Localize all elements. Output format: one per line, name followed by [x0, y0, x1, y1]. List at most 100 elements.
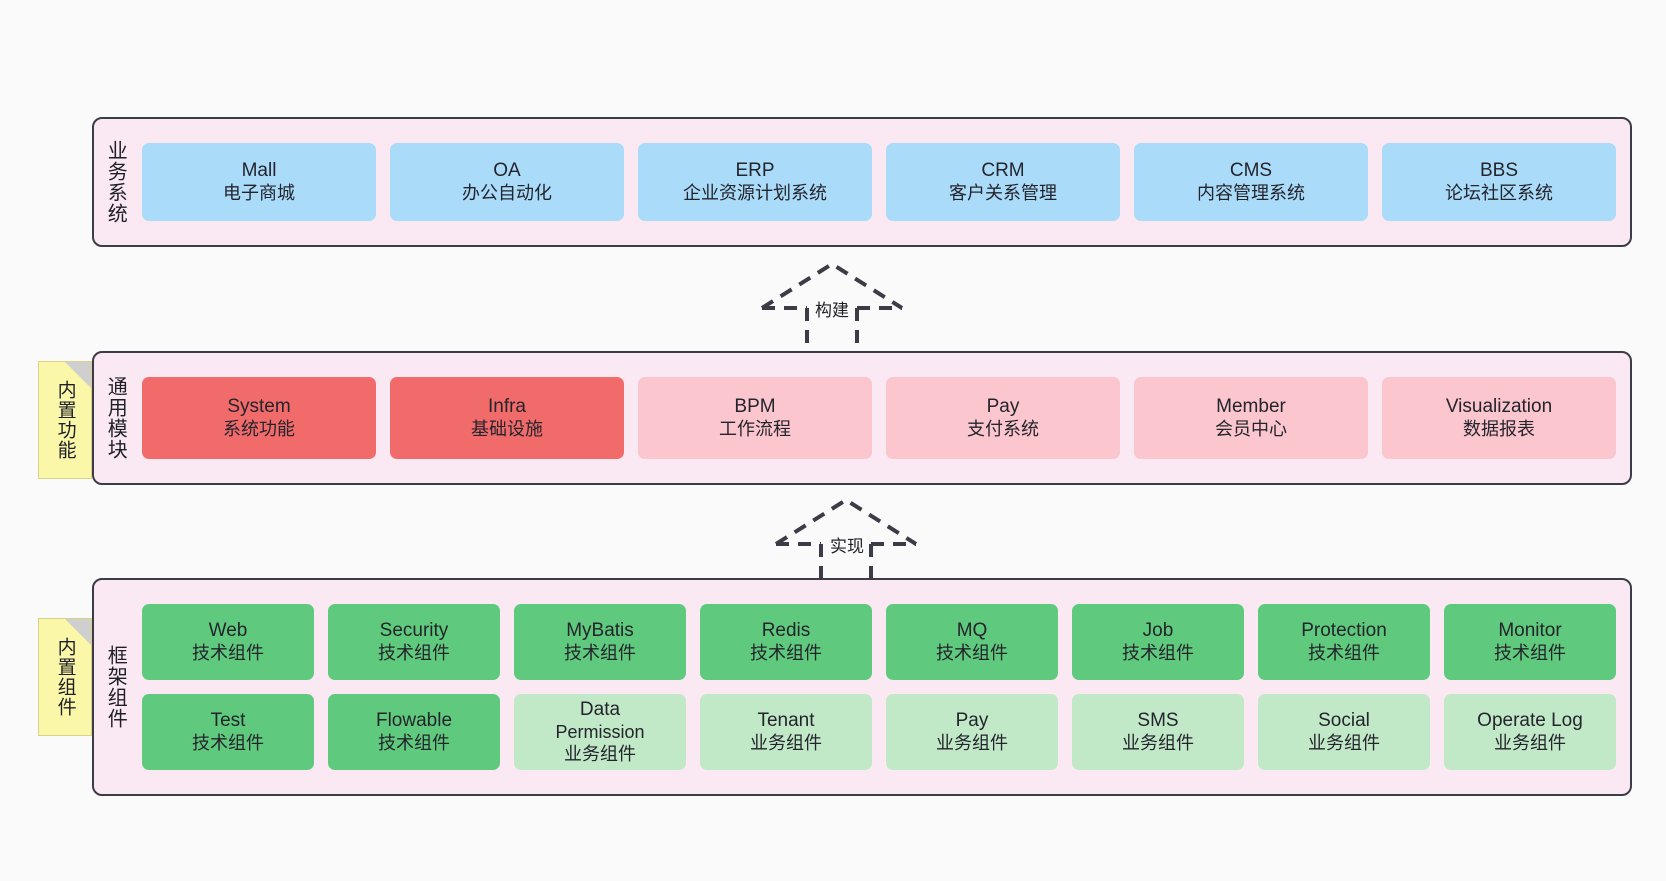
component-box-line: Tenant — [757, 710, 815, 732]
component-box-line: 电子商城 — [223, 182, 295, 203]
component-box-line: Web — [208, 620, 248, 642]
layer-title-framework-components: 框架组件 — [104, 645, 127, 729]
component-box-line: 业务组件 — [1308, 732, 1380, 753]
component-box-line: MyBatis — [566, 620, 634, 642]
component-box-line: Operate Log — [1477, 710, 1583, 732]
component-box-line: Data — [579, 699, 621, 721]
component-box-line: OA — [493, 160, 521, 182]
component-box-line: Monitor — [1498, 620, 1562, 642]
component-box-line: BPM — [734, 396, 776, 418]
sticky-note-builtin-features: 内置功能 — [38, 361, 92, 479]
component-box-line: Member — [1216, 396, 1286, 418]
component-box-line: 工作流程 — [719, 418, 791, 439]
component-box-line: Mall — [241, 160, 277, 182]
component-box-line: Test — [210, 710, 246, 732]
component-box-line: MQ — [956, 620, 988, 642]
component-box-line: 系统功能 — [223, 418, 295, 439]
component-box-line: 业务组件 — [1494, 732, 1566, 753]
component-box-line: 技术组件 — [564, 642, 636, 663]
component-box-line: 业务组件 — [564, 743, 636, 764]
component-box-line: 支付系统 — [967, 418, 1039, 439]
component-box-line: CRM — [981, 160, 1025, 182]
component-box-line: Protection — [1301, 620, 1387, 642]
component-box-line: 技术组件 — [750, 642, 822, 663]
component-box-line: 技术组件 — [192, 642, 264, 663]
connector-label-implement: 实现 — [830, 537, 864, 556]
uml-generalization-arrow-build — [752, 256, 912, 346]
component-box-line: ERP — [735, 160, 775, 182]
component-box-line: Job — [1142, 620, 1174, 642]
component-box-line: Pay — [955, 710, 989, 732]
component-box-line: SMS — [1137, 710, 1179, 732]
component-box-line: CMS — [1229, 160, 1273, 182]
component-box-line: 办公自动化 — [462, 182, 552, 203]
component-box-line: Flowable — [375, 710, 453, 732]
component-box-line: 技术组件 — [1122, 642, 1194, 663]
layer-title-common-modules: 通用模块 — [104, 376, 127, 460]
component-box-line: 技术组件 — [1308, 642, 1380, 663]
component-box-line: System — [227, 396, 291, 418]
component-box-line: 企业资源计划系统 — [683, 182, 827, 203]
component-box-line: Visualization — [1445, 396, 1553, 418]
component-box-line: 技术组件 — [936, 642, 1008, 663]
component-box-line: Infra — [487, 396, 527, 418]
component-box-line: 会员中心 — [1215, 418, 1287, 439]
component-box-line: 内容管理系统 — [1197, 182, 1305, 203]
sticky-note-builtin-components: 内置组件 — [38, 618, 92, 736]
component-box-line: 技术组件 — [378, 642, 450, 663]
sticky-note-label: 内置组件 — [54, 637, 76, 717]
component-box-line: BBS — [1479, 160, 1519, 182]
layer-title-business-systems: 业务系统 — [104, 140, 127, 224]
component-box-line: Social — [1318, 710, 1370, 732]
component-box-line: 技术组件 — [378, 732, 450, 753]
sticky-note-label: 内置功能 — [54, 380, 76, 460]
component-box-line: 数据报表 — [1463, 418, 1535, 439]
component-box-line: Redis — [761, 620, 811, 642]
uml-generalization-arrow-implement — [766, 492, 926, 582]
component-box-line: Pay — [986, 396, 1020, 418]
component-box-line: Security — [379, 620, 449, 642]
component-box-line: 技术组件 — [1494, 642, 1566, 663]
component-box-line: Permission — [555, 721, 645, 742]
component-box-line: 业务组件 — [936, 732, 1008, 753]
